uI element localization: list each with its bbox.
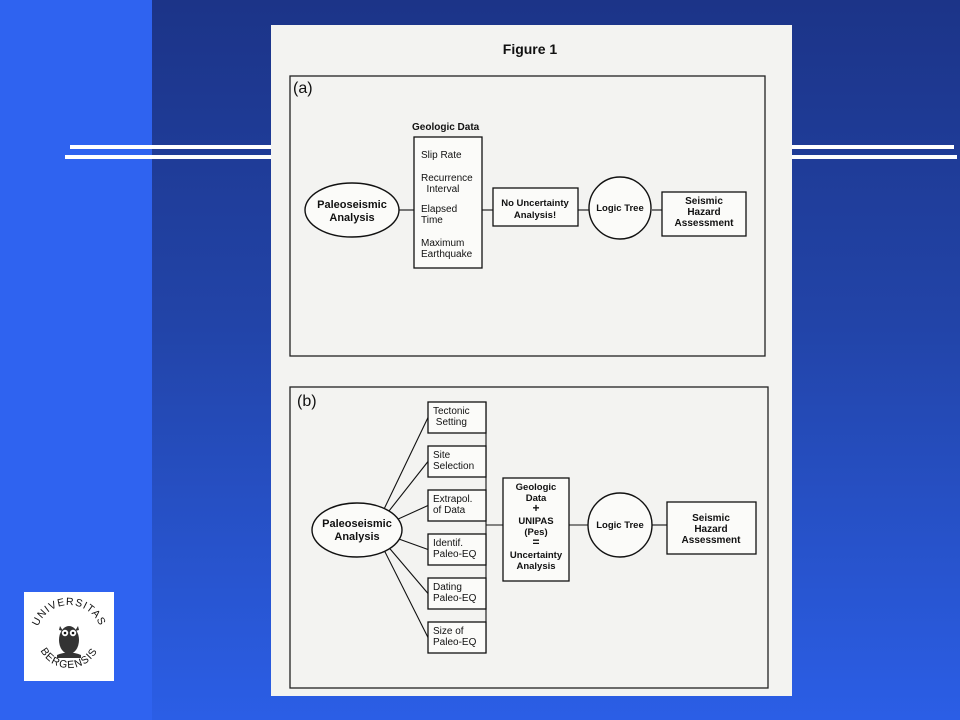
branch-box-4 bbox=[427, 577, 487, 610]
branch-1-line0: Site bbox=[433, 450, 451, 461]
unipas-line-1: Data bbox=[526, 493, 547, 504]
branch-box-3 bbox=[427, 533, 487, 566]
seismic-hazard-a-line2: Hazard bbox=[687, 207, 720, 218]
geologic-data-title: Geologic Data bbox=[412, 122, 480, 133]
paleoseismic-a-line1: Paleoseismic bbox=[317, 199, 387, 211]
branch-group: Tectonic SettingSiteSelectionExtrapol.of… bbox=[373, 401, 487, 654]
geologic-item-1-line0: Recurrence bbox=[421, 173, 473, 184]
no-uncertainty-line1: No Uncertainty bbox=[501, 198, 569, 209]
panel-b-frame bbox=[289, 386, 769, 689]
logic-tree-a-label: Logic Tree bbox=[596, 203, 644, 214]
logic-tree-b-label: Logic Tree bbox=[596, 520, 644, 531]
rule-right-bottom bbox=[792, 155, 957, 159]
branch-2-line1: of Data bbox=[433, 505, 466, 516]
branch-box-1 bbox=[427, 445, 487, 478]
unipas-line-0: Geologic bbox=[516, 482, 557, 493]
seismic-hazard-b-line1: Seismic bbox=[692, 513, 730, 524]
branch-0-line0: Tectonic bbox=[433, 406, 470, 417]
branch-3-line0: Identif. bbox=[433, 538, 463, 549]
unipas-line-3: UNIPAS bbox=[518, 516, 553, 527]
seismic-hazard-a-line3: Assessment bbox=[675, 218, 735, 229]
seismic-hazard-a-line1: Seismic bbox=[685, 196, 723, 207]
paleoseismic-ellipse-b bbox=[311, 502, 403, 558]
branch-4-line0: Dating bbox=[433, 582, 462, 593]
seismic-hazard-b-line3: Assessment bbox=[682, 535, 742, 546]
unipas-line-2: + bbox=[532, 501, 539, 515]
geologic-item-3-line0: Maximum bbox=[421, 238, 464, 249]
paleoseismic-a-line2: Analysis bbox=[329, 212, 374, 224]
university-seal: UNIVERSITAS BERGENSIS bbox=[24, 592, 114, 681]
branch-box-5 bbox=[427, 621, 487, 654]
paleoseismic-b-line2: Analysis bbox=[334, 531, 379, 543]
branch-4-line1: Paleo-EQ bbox=[433, 593, 477, 604]
seismic-hazard-b-line2: Hazard bbox=[694, 524, 727, 535]
figure-diagram: Figure 1 (a) Geologic Data Slip RateRecu… bbox=[289, 41, 769, 689]
geologic-item-2-line1: Time bbox=[421, 215, 443, 226]
no-uncertainty-line2: Analysis! bbox=[514, 210, 556, 221]
unipas-line-6: Uncertainty bbox=[510, 550, 563, 561]
branch-3-line1: Paleo-EQ bbox=[433, 549, 477, 560]
branch-2-line0: Extrapol. bbox=[433, 494, 472, 505]
logic-tree-circle-b bbox=[587, 492, 653, 558]
unipas-line-4: (Pes) bbox=[524, 527, 547, 538]
rule-left-bottom bbox=[65, 155, 271, 159]
figure-panel bbox=[271, 25, 792, 696]
geologic-item-3-line1: Earthquake bbox=[421, 249, 473, 260]
geologic-item-1-line1: Interval bbox=[421, 184, 459, 195]
seismic-hazard-box-a bbox=[661, 191, 747, 237]
seismic-hazard-box-b bbox=[666, 501, 757, 555]
paleoseismic-ellipse-a bbox=[304, 182, 400, 238]
branch-5-line1: Paleo-EQ bbox=[433, 637, 477, 648]
unipas-box bbox=[502, 477, 570, 582]
figure-title: Figure 1 bbox=[503, 41, 558, 57]
branch-box-2 bbox=[427, 489, 487, 522]
branch-5-line0: Size of bbox=[433, 626, 464, 637]
geologic-item-0-line0: Slip Rate bbox=[421, 150, 462, 161]
panel-a-frame bbox=[289, 75, 766, 357]
rule-right-top bbox=[792, 145, 954, 149]
svg-text:UNIVERSITAS: UNIVERSITAS bbox=[30, 596, 108, 628]
unipas-line-5: = bbox=[532, 535, 539, 549]
panel-b-label: (b) bbox=[297, 393, 317, 410]
panel-a-label: (a) bbox=[293, 80, 313, 97]
branch-box-0 bbox=[427, 401, 487, 434]
branch-0-line1: Setting bbox=[433, 417, 467, 428]
geologic-item-2-line0: Elapsed bbox=[421, 204, 457, 215]
no-uncertainty-box bbox=[492, 187, 579, 227]
logic-tree-circle-a bbox=[588, 176, 652, 240]
owl-icon bbox=[57, 626, 81, 658]
unipas-line-7: Analysis bbox=[516, 561, 555, 572]
geologic-data-box bbox=[413, 136, 483, 269]
rule-left-top bbox=[70, 145, 271, 149]
seal-text-top: UNIVERSITAS bbox=[30, 596, 107, 628]
paleoseismic-b-line1: Paleoseismic bbox=[322, 518, 392, 530]
branch-1-line1: Selection bbox=[433, 461, 474, 472]
unipas-text: GeologicData+UNIPAS(Pes)=UncertaintyAnal… bbox=[510, 482, 563, 572]
